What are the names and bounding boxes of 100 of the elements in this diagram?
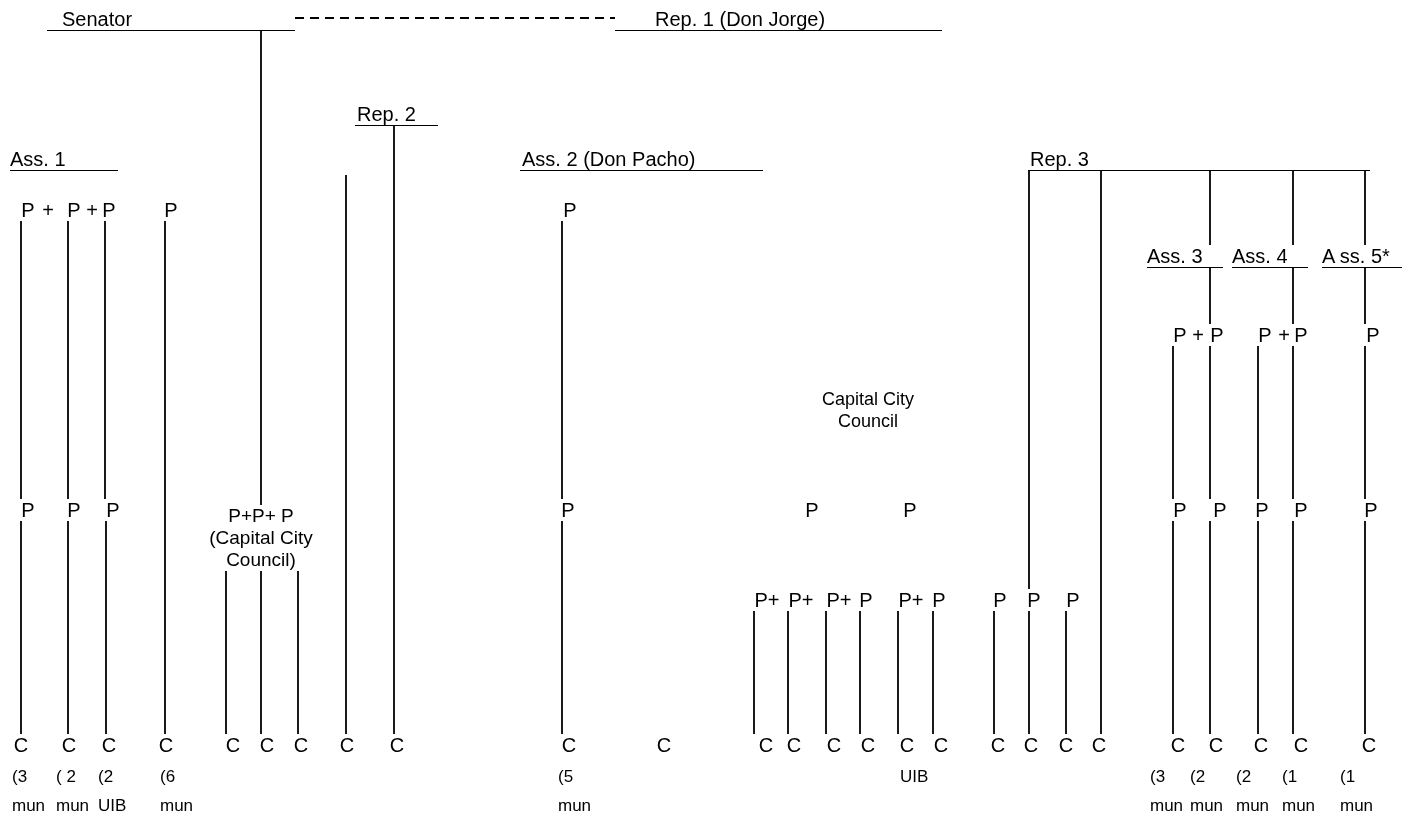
connector-line xyxy=(993,610,995,735)
letter-label: C xyxy=(293,734,309,756)
letter-label: C xyxy=(158,734,174,756)
letter-label: P xyxy=(1066,589,1080,611)
letter-label: C xyxy=(990,734,1006,756)
connector-line xyxy=(1364,170,1366,246)
letter-label: P xyxy=(1173,499,1187,521)
connector-line xyxy=(20,520,22,735)
note-text: (1 mun xyxy=(1340,766,1374,817)
connector-line xyxy=(1209,267,1211,325)
connector-line xyxy=(225,570,227,735)
connector-line xyxy=(1292,267,1294,325)
letter-label: C xyxy=(101,734,117,756)
connector-line xyxy=(1209,345,1211,500)
plus-sign: + xyxy=(86,199,98,221)
letter-label: P xyxy=(1255,499,1269,521)
letter-label: P+ xyxy=(754,589,780,611)
letter-label: P xyxy=(1364,499,1378,521)
letter-label: P xyxy=(67,499,81,521)
letter-label: P xyxy=(21,199,35,221)
connector-line xyxy=(67,220,69,500)
letter-label: C xyxy=(339,734,355,756)
connector-line xyxy=(1209,520,1211,735)
letter-label: P xyxy=(1294,499,1308,521)
connector-line xyxy=(561,520,563,735)
role-label: Ass. 4 xyxy=(1232,245,1308,268)
dashed-line xyxy=(294,17,616,19)
connector-line xyxy=(1028,610,1030,735)
letter-label: C xyxy=(225,734,241,756)
role-label: A ss. 5* xyxy=(1322,245,1402,268)
connector-line xyxy=(20,220,22,500)
letter-label: C xyxy=(1208,734,1224,756)
plus-sign: + xyxy=(1192,324,1204,346)
connector-line xyxy=(1257,520,1259,735)
connector-line xyxy=(164,220,166,735)
note-text: (2 mun xyxy=(1190,766,1224,817)
connector-line xyxy=(825,610,827,735)
connector-line xyxy=(1292,520,1294,735)
connector-line xyxy=(753,610,755,735)
role-label: Ass. 3 xyxy=(1147,245,1223,268)
connector-line xyxy=(260,30,262,506)
connector-line xyxy=(897,610,899,735)
letter-label: C xyxy=(1091,734,1107,756)
connector-line xyxy=(932,610,934,735)
plus-sign: + xyxy=(42,199,54,221)
letter-label: C xyxy=(1023,734,1039,756)
letter-label: P+ xyxy=(826,589,852,611)
group-label: P+P+ P (Capital City Council) xyxy=(193,505,329,571)
letter-label: C xyxy=(1253,734,1269,756)
letter-label: P xyxy=(563,199,577,221)
connector-line xyxy=(297,570,299,735)
letter-label: C xyxy=(561,734,577,756)
letter-label: C xyxy=(786,734,802,756)
connector-line xyxy=(260,570,262,735)
letter-label: P xyxy=(106,499,120,521)
plus-sign: + xyxy=(1278,324,1290,346)
letter-label: P xyxy=(1173,324,1187,346)
connector-line xyxy=(1257,345,1259,500)
letter-label: P xyxy=(102,199,116,221)
connector-line xyxy=(67,520,69,735)
letter-label: C xyxy=(826,734,842,756)
letter-label: C xyxy=(1293,734,1309,756)
letter-label: P xyxy=(993,589,1007,611)
note-text: (6 mun xyxy=(160,766,194,817)
role-label: Rep. 1 (Don Jorge) xyxy=(615,8,942,31)
letter-label: P xyxy=(932,589,946,611)
connector-line xyxy=(1028,170,1030,590)
connector-line xyxy=(1172,345,1174,500)
letter-label: C xyxy=(656,734,672,756)
letter-label: P+ xyxy=(898,589,924,611)
letter-label: P xyxy=(1213,499,1227,521)
connector-line xyxy=(345,174,347,735)
connector-line xyxy=(1209,170,1211,246)
letter-label: P xyxy=(67,199,81,221)
letter-label: P xyxy=(805,499,819,521)
role-label: Ass. 2 (Don Pacho) xyxy=(520,148,763,171)
letter-label: C xyxy=(1058,734,1074,756)
connector-line xyxy=(1065,610,1067,735)
letter-label: C xyxy=(860,734,876,756)
letter-label: P xyxy=(1366,324,1380,346)
connector-line xyxy=(393,125,395,735)
letter-label: C xyxy=(1361,734,1377,756)
letter-label: P xyxy=(1294,324,1308,346)
note-text: (3 mun xyxy=(12,766,46,817)
note-text: UIB xyxy=(900,766,929,788)
note-text: (3 mun xyxy=(1150,766,1184,817)
role-label: Rep. 2 xyxy=(355,103,438,126)
note-text: (2 mun xyxy=(1236,766,1270,817)
letter-label: C xyxy=(61,734,77,756)
letter-label: P xyxy=(903,499,917,521)
connector-line xyxy=(1364,267,1366,325)
connector-line xyxy=(1172,520,1174,735)
letter-label: C xyxy=(13,734,29,756)
letter-label: C xyxy=(259,734,275,756)
note-text: (1 mun xyxy=(1282,766,1316,817)
connector-line xyxy=(859,610,861,735)
letter-label: C xyxy=(933,734,949,756)
connector-line xyxy=(1292,345,1294,500)
connector-line xyxy=(1364,345,1366,500)
connector-line xyxy=(1100,170,1102,735)
